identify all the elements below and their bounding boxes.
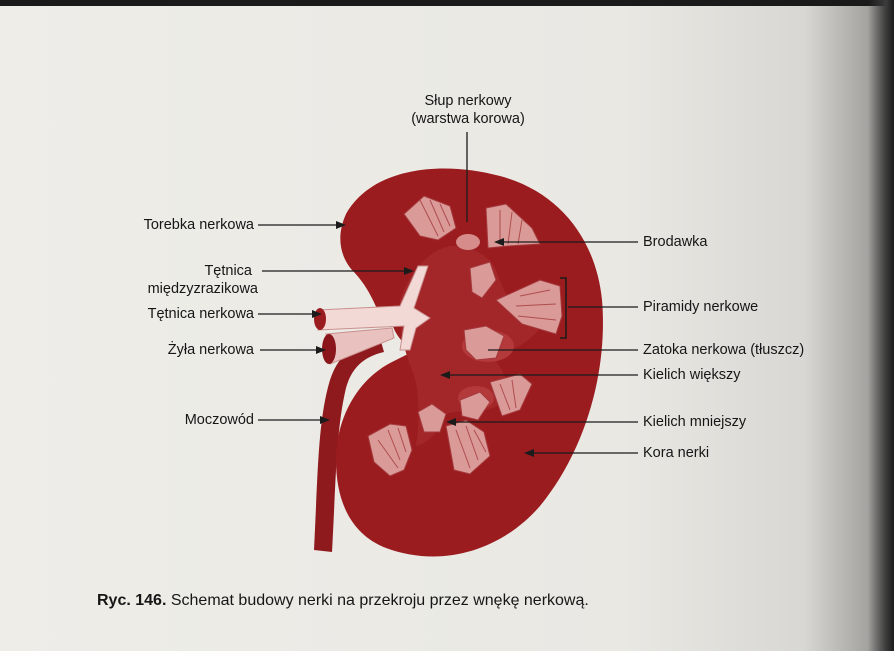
arrowhead xyxy=(494,238,504,246)
label-slup-line2: (warstwa korowa) xyxy=(411,111,525,127)
arrowheads xyxy=(312,221,534,457)
pyramid xyxy=(463,325,505,361)
sinus-fat-area xyxy=(456,234,480,250)
arrowhead xyxy=(320,416,330,424)
renal-artery xyxy=(317,265,431,351)
arrowhead xyxy=(316,346,326,354)
pyramid-stripes xyxy=(377,199,557,469)
label-moczowod: Moczowód xyxy=(184,412,254,428)
arrowhead xyxy=(404,267,414,275)
label-tetnica-miedzyzrazikowa: Tętnica międzyzrazikowa xyxy=(130,262,258,298)
pyramid xyxy=(459,391,491,421)
renal-vein-end xyxy=(322,334,336,364)
renal-artery-end xyxy=(314,308,326,330)
label-slup-nerkowy: Słup nerkowy (warstwa korowa) xyxy=(398,92,538,128)
pyramid xyxy=(417,403,447,433)
label-tetnica-nerkowa: Tętnica nerkowa xyxy=(147,306,254,322)
label-zyla-nerkowa: Żyła nerkowa xyxy=(167,342,254,358)
caption-number: Ryc. 146. xyxy=(97,592,167,609)
label-slup-line1: Słup nerkowy xyxy=(424,93,512,109)
label-tetnica-mz-line2: międzyzrazikowa xyxy=(147,281,258,297)
pyramids-bracket xyxy=(560,277,567,339)
label-brodawka: Brodawka xyxy=(643,234,708,250)
figure-caption: Ryc. 146. Schemat budowy nerki na przekr… xyxy=(97,592,589,610)
arrowhead xyxy=(440,371,450,379)
caption-text: Schemat budowy nerki na przekroju przez … xyxy=(170,592,589,609)
pyramid xyxy=(495,279,563,335)
renal-pyramids xyxy=(367,195,563,477)
ureter xyxy=(314,338,384,552)
label-piramidy-nerkowe: Piramidy nerkowe xyxy=(643,299,759,315)
label-kielich-wiekszy: Kielich większy xyxy=(643,367,741,383)
label-torebka-nerkowa: Torebka nerkowa xyxy=(143,217,254,233)
label-tetnica-mz-line1: Tętnica xyxy=(204,263,252,279)
arrowhead xyxy=(524,449,534,457)
arrowhead xyxy=(312,310,322,318)
page-top-edge xyxy=(0,0,894,6)
arrowhead xyxy=(336,221,346,229)
page-right-shadow xyxy=(868,0,894,651)
pyramid xyxy=(469,261,497,299)
leader-lines xyxy=(258,132,638,454)
label-zatoka-nerkowa: Zatoka nerkowa (tłuszcz) xyxy=(643,342,805,358)
arrowhead xyxy=(446,418,456,426)
label-kora-nerki: Kora nerki xyxy=(643,445,710,461)
label-kielich-mniejszy: Kielich mniejszy xyxy=(643,414,747,430)
